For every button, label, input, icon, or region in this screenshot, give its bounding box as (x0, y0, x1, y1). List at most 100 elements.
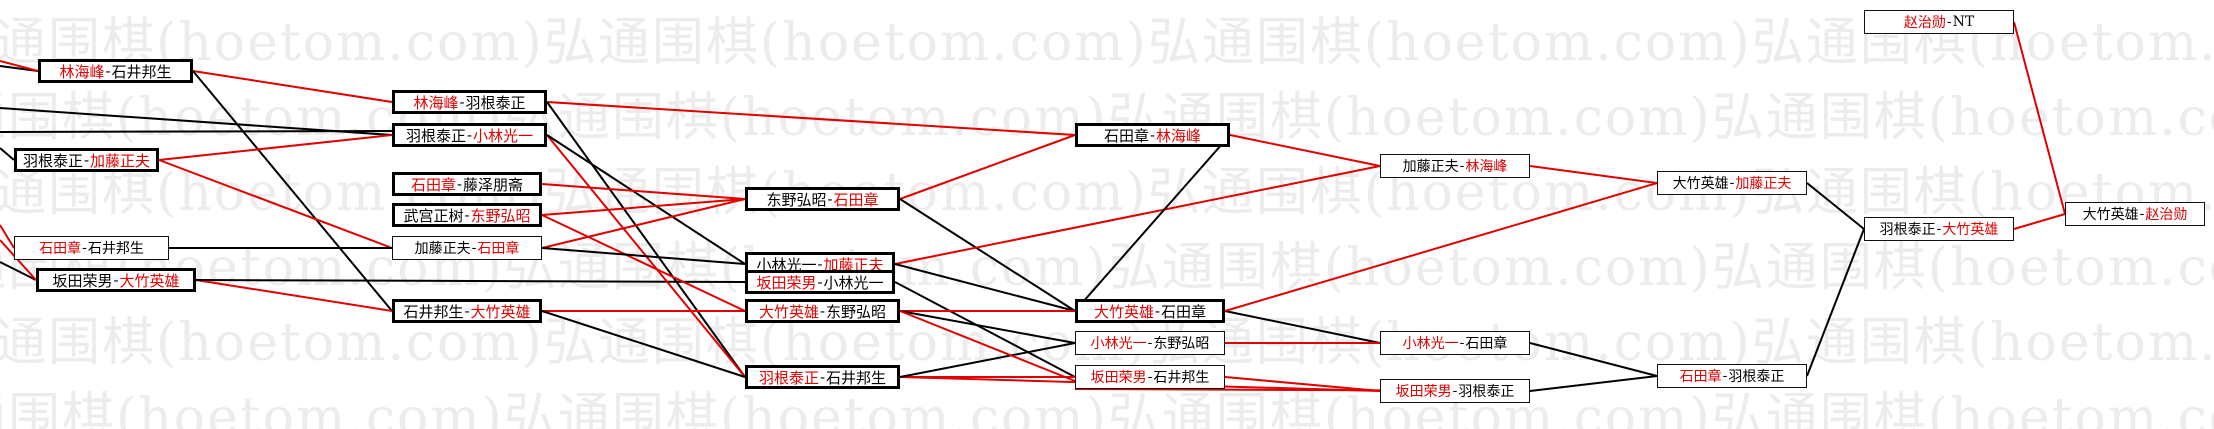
match-node-r6b: 石田章-羽根泰正 (1657, 364, 1807, 388)
bracket-link (2013, 21, 2066, 215)
match-node-r4a: 石田章-林海峰 (1075, 123, 1230, 147)
bracket-link (1224, 376, 1381, 392)
match-node-r2a: 林海峰-羽根泰正 (392, 90, 547, 114)
bracket-link (899, 310, 1076, 344)
bracket-link (541, 214, 746, 312)
bracket-link (0, 224, 15, 249)
bracket-link (541, 183, 746, 200)
match-node-r4d: 坂田荣男-石井邦生 (1075, 365, 1225, 389)
player-name: 林海峰 (1156, 126, 1202, 145)
player-name: 坂田荣男 (1395, 384, 1452, 400)
player-name: 羽根泰正 (405, 126, 466, 145)
bracket-link (192, 70, 393, 103)
player-name: 坂田荣男 (52, 271, 113, 290)
separator: - (817, 255, 823, 273)
player-name: 羽根泰正 (465, 93, 526, 112)
player-name: 东野弘昭 (826, 302, 887, 321)
bracket-link (541, 198, 746, 249)
separator: - (1946, 14, 1952, 30)
bracket-link (541, 310, 746, 378)
bracket-link (0, 147, 15, 161)
bracket-link (1229, 134, 1381, 167)
player-name: 小林光一 (756, 255, 817, 274)
separator: - (1147, 335, 1153, 351)
separator: - (466, 126, 473, 144)
match-node-r3e: 羽根泰正-石井邦生 (745, 365, 900, 389)
player-name: 大竹英雄 (1093, 302, 1154, 321)
player-name: 大竹英雄 (470, 302, 531, 321)
separator: - (1722, 368, 1728, 384)
player-name: 大竹英雄 (1942, 222, 1999, 238)
separator: - (827, 190, 833, 208)
separator: - (1154, 302, 1161, 320)
player-name: 林海峰 (59, 62, 105, 81)
bracket-link (894, 263, 1076, 312)
match-node-r7a: 羽根泰正-大竹英雄 (1864, 217, 2014, 241)
player-name: 坂田荣男 (1090, 370, 1147, 386)
match-node-r4b: 大竹英雄-石田章 (1075, 299, 1225, 323)
player-name: 加藤正夫 (1402, 159, 1459, 175)
player-name: 林海峰 (1465, 159, 1508, 175)
bracket-link (541, 198, 746, 216)
player-name: 羽根泰正 (758, 368, 819, 387)
player-name: 石田章 (833, 190, 879, 209)
player-name: 石井邦生 (403, 302, 464, 321)
player-name: 石井邦生 (87, 241, 144, 257)
separator: - (464, 206, 470, 224)
player-name: 石田章 (1103, 126, 1149, 145)
separator: - (2139, 206, 2145, 222)
separator: - (1459, 158, 1465, 174)
separator: - (82, 240, 87, 256)
bracket-link (158, 134, 393, 161)
bracket-link (195, 279, 393, 312)
match-node-r1a: 林海峰-石井邦生 (38, 59, 193, 83)
separator: - (1459, 335, 1465, 351)
separator: - (819, 302, 826, 320)
player-name: 羽根泰正 (1728, 369, 1785, 385)
player-name: 赵治勋 (1903, 15, 1946, 31)
separator: - (456, 175, 463, 193)
separator: - (1936, 221, 1942, 237)
match-node-r1c: 石田章-石井邦生 (14, 236, 169, 260)
match-node-r6a: 大竹英雄-加藤正夫 (1657, 171, 1807, 195)
player-name: 小林光一 (1090, 336, 1147, 352)
separator: - (105, 62, 111, 80)
separator: - (459, 93, 465, 111)
bracket-link (158, 159, 393, 249)
match-node-r5a: 加藤正夫-林海峰 (1380, 154, 1530, 178)
player-name: 石井邦生 (1153, 370, 1210, 386)
bracket-link (546, 101, 746, 378)
player-name: 加藤正夫 (90, 151, 151, 170)
bracket-link (1224, 182, 1658, 312)
bracket-link (0, 261, 37, 281)
bracket-link (546, 134, 746, 265)
bracket-link (1529, 375, 1658, 392)
player-name: 加藤正夫 (414, 241, 471, 257)
match-node-r4c: 小林光一-东野弘昭 (1075, 331, 1225, 355)
player-name: 羽根泰正 (22, 151, 83, 170)
player-name: 大竹英雄 (1672, 176, 1729, 192)
match-node-r1d: 坂田荣男-大竹英雄 (36, 268, 196, 292)
player-name: 藤泽朋斋 (463, 175, 524, 194)
bracket-link (894, 165, 1381, 265)
bracket-link (899, 310, 1076, 382)
player-name: 赵治勋 (2145, 207, 2188, 223)
bracket-link (1529, 342, 1658, 377)
bracket-link (1074, 134, 1231, 312)
player-name: 石田章 (39, 241, 82, 257)
bracket-link (195, 279, 746, 283)
player-name: 羽根泰正 (1879, 222, 1936, 238)
bracket-link (0, 60, 39, 72)
bracket-link (0, 107, 393, 136)
separator: - (1729, 175, 1735, 191)
match-node-r3a: 东野弘昭-石田章 (745, 187, 900, 211)
player-name: 武宫正树 (403, 206, 464, 225)
separator: - (1147, 369, 1153, 385)
bracket-link (899, 342, 1076, 378)
bracket-link (894, 281, 1076, 378)
player-name: 东野弘昭 (1153, 336, 1210, 352)
bracket-link (899, 198, 1076, 312)
bracket-link (2013, 213, 2066, 230)
